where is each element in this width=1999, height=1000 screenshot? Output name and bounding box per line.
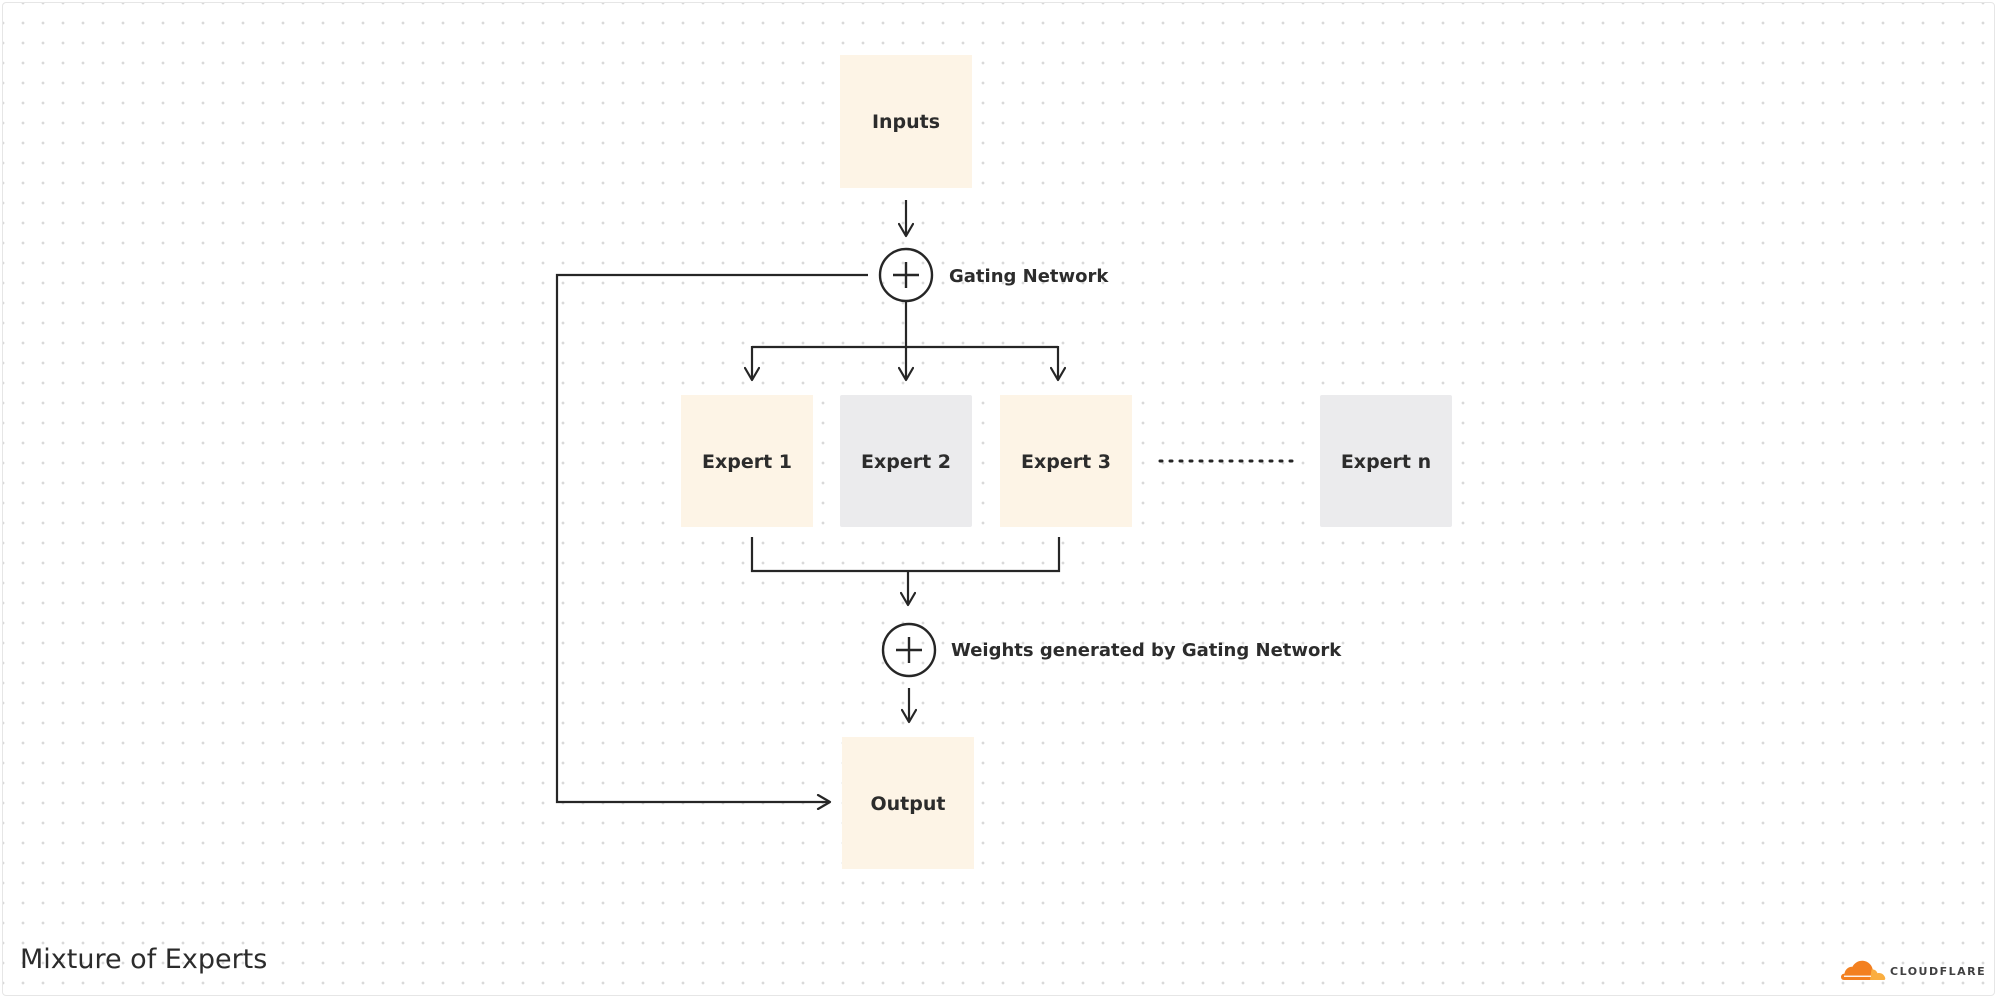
expert-2-node: Expert 2	[840, 395, 972, 527]
expert-n-label: Expert n	[1341, 451, 1431, 473]
diagram-caption: Mixture of Experts	[20, 944, 268, 975]
expert-1-label: Expert 1	[702, 451, 792, 473]
merge-bracket	[750, 537, 1061, 573]
output-label: Output	[871, 793, 946, 815]
expert-1-node: Expert 1	[681, 395, 813, 527]
gating-sum-icon	[878, 247, 934, 303]
expert-2-label: Expert 2	[861, 451, 951, 473]
weights-label: Weights generated by Gating Network	[951, 640, 1342, 661]
logo-wordmark: CLOUDFLARE	[1890, 964, 1987, 978]
expert-3-node: Expert 3	[1000, 395, 1132, 527]
gating-to-output-bypass-arrow	[555, 273, 868, 802]
inputs-label: Inputs	[872, 111, 940, 133]
gating-network-label: Gating Network	[949, 266, 1109, 287]
cloud-icon	[1841, 960, 1886, 980]
cloudflare-logo: CLOUDFLARE	[1840, 956, 1986, 986]
output-node: Output	[842, 737, 974, 869]
expert-n-node: Expert n	[1320, 395, 1452, 527]
weights-sum-icon	[881, 622, 937, 678]
expert-3-label: Expert 3	[1021, 451, 1111, 473]
inputs-node: Inputs	[840, 55, 972, 188]
